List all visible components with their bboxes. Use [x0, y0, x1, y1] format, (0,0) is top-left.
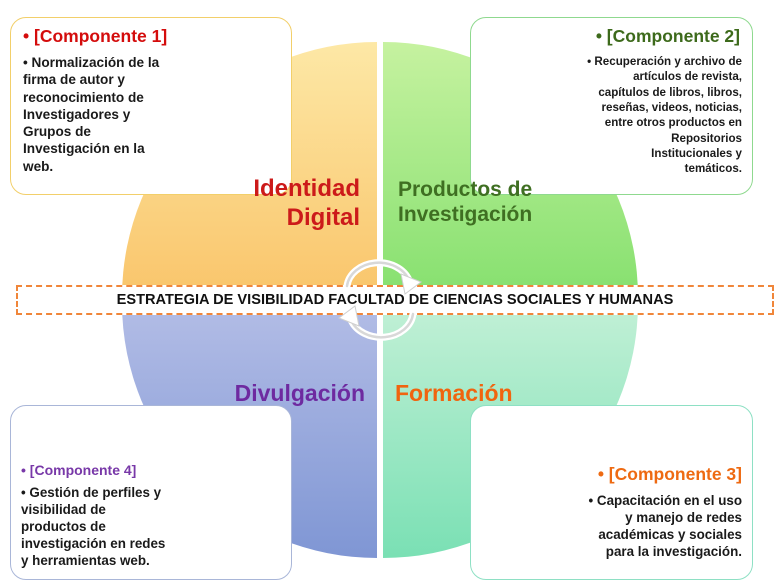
- component-2-line: artículos de revista,: [633, 70, 742, 84]
- quadrant-outreach-label: Divulgación: [205, 380, 365, 408]
- quadrant-products-label-line: Investigación: [398, 203, 533, 227]
- component-3-title: • [Componente 3]: [597, 464, 742, 484]
- component-4-card: • [Componente 4] • Gestión de perfiles y…: [10, 405, 292, 580]
- strategy-banner: ESTRATEGIA DE VISIBILIDAD FACULTAD DE CI…: [16, 285, 774, 315]
- component-2-line: capítulos de libros, libros,: [598, 85, 742, 99]
- component-4-line: investigación en redes: [21, 536, 166, 552]
- quadrant-training-label: Formación: [395, 380, 575, 408]
- quadrant-products-label-line: Productos de: [398, 178, 533, 201]
- component-3-description: • Capacitación en el uso y manejo de red…: [542, 492, 742, 560]
- component-1-line: firma de autor y: [23, 72, 125, 88]
- quadrant-identity-label-line: Identidad: [253, 175, 360, 202]
- component-2-description: • Recuperación y archivo de artículos de…: [542, 54, 742, 176]
- component-1-title: • [Componente 1]: [23, 26, 168, 46]
- component-3-line: para la investigación.: [605, 544, 742, 560]
- component-1-line: reconocimiento de: [23, 89, 144, 105]
- component-2-title: • [Componente 2]: [595, 26, 740, 46]
- component-1-card: • [Componente 1] • Normalización de la f…: [10, 17, 292, 195]
- quadrant-identity-label: Identidad Digital: [200, 175, 360, 233]
- component-1-line: web.: [23, 158, 54, 174]
- quadrant-identity-label-line: Digital: [286, 203, 360, 231]
- component-2-line: Repositorios: [671, 131, 742, 145]
- component-3-line: • Capacitación en el uso: [588, 493, 742, 509]
- component-1-line: Investigadores y: [23, 106, 131, 122]
- component-4-line: visibilidad de: [21, 502, 106, 518]
- component-1-description: • Normalización de la firma de autor y r…: [21, 54, 193, 175]
- component-1-line: Grupos de: [23, 124, 91, 140]
- component-2-line: • Recuperación y archivo de: [587, 55, 742, 69]
- quadrant-training-label-line: Formación: [395, 380, 513, 406]
- cycle-arrows-icon: [337, 259, 423, 341]
- strategy-banner-text: ESTRATEGIA DE VISIBILIDAD FACULTAD DE CI…: [116, 292, 674, 308]
- component-1-line: Investigación en la: [23, 141, 145, 157]
- component-1-line: • Normalización de la: [23, 55, 160, 71]
- component-2-line: entre otros productos en: [604, 116, 742, 130]
- quadrant-outreach-label-line: Divulgación: [234, 380, 365, 406]
- component-4-line: • Gestión de perfiles y: [21, 485, 162, 501]
- component-2-line: reseñas, videos, noticias,: [601, 101, 742, 115]
- component-3-card: • [Componente 3] • Capacitación en el us…: [470, 405, 753, 580]
- component-3-line: académicas y sociales: [598, 527, 742, 543]
- quadrant-products-label: Productos de Investigación: [398, 177, 578, 227]
- component-4-description: • Gestión de perfiles y visibilidad de p…: [21, 484, 211, 569]
- component-2-card: • [Componente 2] • Recuperación y archiv…: [470, 17, 753, 195]
- component-2-line: Institucionales y: [651, 146, 742, 160]
- component-2-line: temáticos.: [684, 162, 742, 176]
- component-3-line: y manejo de redes: [625, 510, 742, 526]
- component-4-line: productos de: [21, 519, 106, 535]
- component-4-line: y herramientas web.: [21, 553, 150, 569]
- component-4-title: • [Componente 4]: [21, 462, 137, 478]
